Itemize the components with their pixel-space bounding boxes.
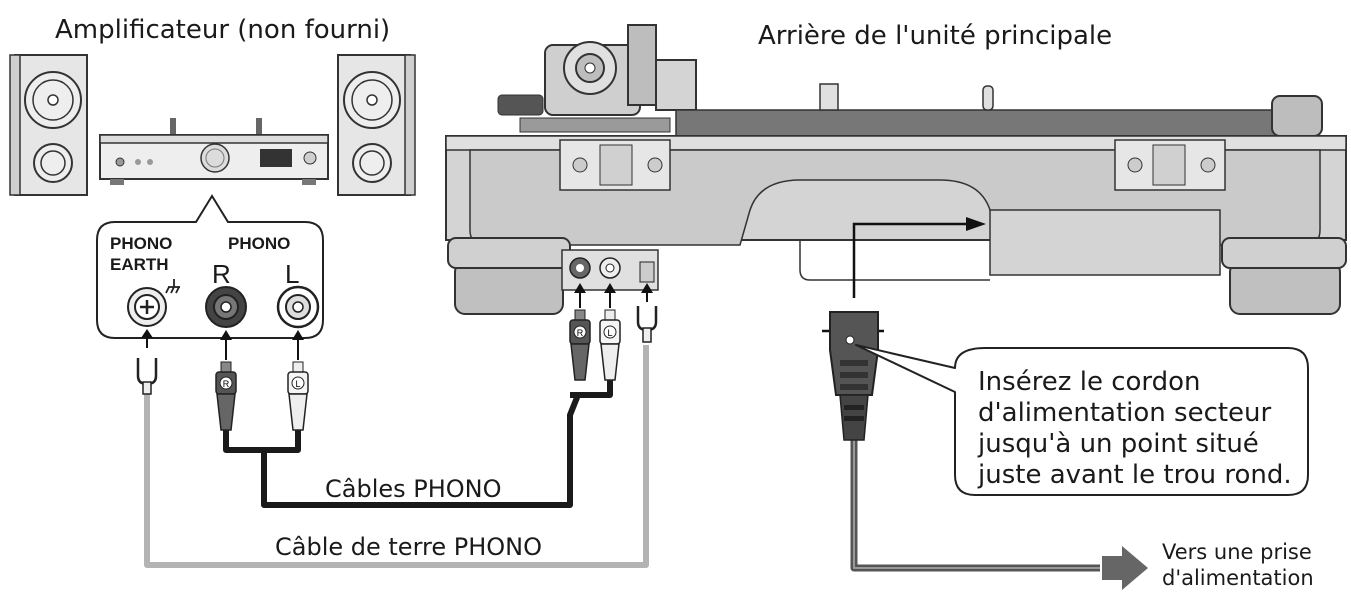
turntable-tonearm [497, 24, 697, 133]
phono-earth-label-line2: EARTH [110, 255, 169, 274]
amplifier-unit [99, 118, 329, 185]
phono-l-label: L [285, 259, 299, 289]
rca-plug-r-amp: R [215, 361, 237, 431]
phono-l-jack [276, 285, 320, 329]
phono-ground-cable [144, 345, 649, 568]
instruction-callout [855, 344, 1309, 496]
phono-label: PHONO [228, 234, 290, 253]
callout-line-3: jusqu'à un point situé [977, 429, 1259, 459]
earth-ground-icon [165, 279, 180, 294]
phono-cables-label: Câbles PHONO [325, 475, 502, 503]
callout-line-4: juste avant le trou rond. [977, 460, 1292, 490]
main-unit-title: Arrière de l'unité principale [758, 21, 1112, 51]
phono-ground-cable-label: Câble de terre PHONO [275, 533, 542, 561]
ground-fork-terminal-turntable [636, 306, 658, 343]
power-plug [829, 311, 879, 441]
rca-plug-l-amp: L [287, 361, 309, 431]
speaker-left [9, 54, 88, 196]
speaker-right [337, 54, 416, 196]
plug-l-letter: L [607, 328, 612, 338]
outlet-label-line2: d'alimentation [1162, 566, 1314, 590]
outlet-arrow-icon [1102, 546, 1148, 590]
phono-cable-l-branch [264, 430, 301, 453]
amplifier-title: Amplificateur (non fourni) [55, 15, 390, 45]
ground-fork-terminal-amp [136, 358, 158, 395]
phono-earth-label-line1: PHONO [110, 234, 172, 253]
outlet-label-line1: Vers une prise [1162, 540, 1312, 564]
phono-r-jack [205, 286, 247, 328]
phono-r-label: R [212, 259, 231, 289]
callout-line-1: Insérez le cordon [978, 367, 1201, 397]
plug-l-letter: L [295, 379, 300, 389]
power-inlet-pointer-line [852, 222, 970, 298]
callout-line-2: d'alimentation secteur [978, 398, 1272, 428]
rca-plug-l-turntable: L [599, 309, 621, 381]
arrow-icon [141, 329, 304, 360]
arrow-icon [574, 283, 653, 308]
plug-r-letter: R [223, 379, 230, 389]
plug-r-letter: R [577, 328, 584, 338]
turntable-platter [675, 83, 1323, 137]
rca-plug-r-turntable: R [569, 309, 591, 381]
phono-cables-line [223, 380, 613, 508]
earth-terminal [127, 287, 167, 327]
arrow-icon [966, 217, 986, 231]
turntable-body [445, 135, 1347, 281]
turntable-feet [447, 237, 1347, 315]
